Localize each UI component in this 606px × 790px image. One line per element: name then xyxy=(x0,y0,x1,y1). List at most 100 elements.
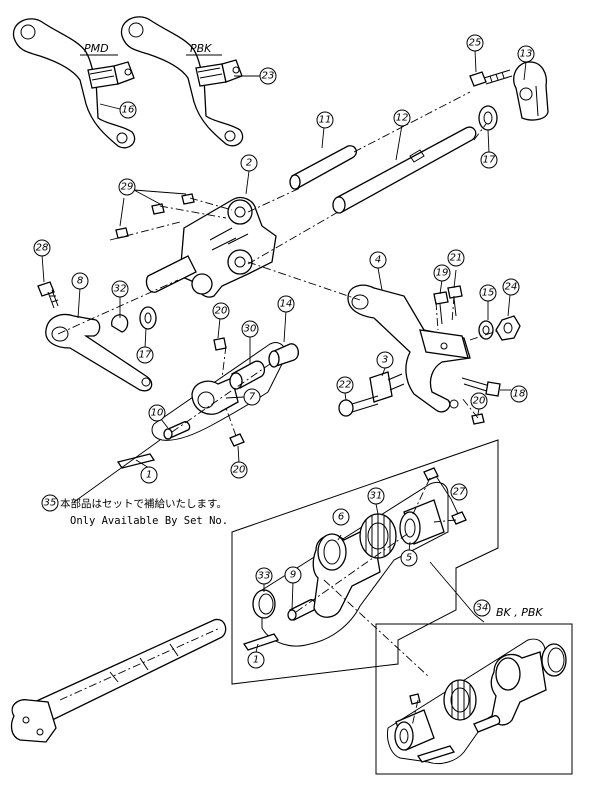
callout-number: 14 xyxy=(280,299,293,310)
callout-number: 34 xyxy=(476,603,489,614)
callout-number: 12 xyxy=(396,113,409,124)
screw-22 xyxy=(338,395,379,417)
clamp-13 xyxy=(513,61,549,121)
callout-number: 9 xyxy=(290,570,296,581)
callout-11: 11 xyxy=(316,111,334,129)
callout-number: 1 xyxy=(253,655,259,666)
centerlines xyxy=(57,91,501,727)
eclip-32 xyxy=(111,314,129,333)
note-japanese: 本部品はセットで補給いたします。 xyxy=(60,497,227,510)
bk-pbk-parts xyxy=(394,643,567,763)
callout-number: 28 xyxy=(36,243,49,254)
callout-number: 1 xyxy=(146,470,152,481)
callout-1-bottom: 1 xyxy=(247,651,265,669)
collar-7 xyxy=(191,377,239,415)
callout-17-left: 17 xyxy=(136,346,154,364)
long-shaft xyxy=(10,618,227,743)
bk-pbk-panel-frame xyxy=(375,623,573,775)
washer-17-left xyxy=(139,306,157,330)
callout-number: 18 xyxy=(513,389,526,400)
callout-number: 17 xyxy=(139,350,152,361)
callout-6: 6 xyxy=(332,508,350,526)
setscrew-20-top xyxy=(213,337,227,351)
callout-20-left: 20 xyxy=(230,461,248,479)
set-34-boundary xyxy=(231,439,499,685)
callout-number: 3 xyxy=(382,355,388,366)
pbk-lever xyxy=(120,16,244,147)
callout-number: 20 xyxy=(215,306,228,317)
callout-number: 8 xyxy=(77,276,83,287)
callout-24: 24 xyxy=(502,278,520,296)
note-english: Only Available By Set No. xyxy=(70,515,228,527)
callout-5: 5 xyxy=(400,549,418,567)
callout-10: 10 xyxy=(148,404,166,422)
label-bk-pbk: BK , PBK xyxy=(496,606,543,619)
callout-15: 15 xyxy=(479,284,497,302)
callout-30: 30 xyxy=(241,320,259,338)
callout-20-right: 20 xyxy=(470,392,488,410)
label-pbk: PBK xyxy=(190,42,212,55)
link-4 xyxy=(347,284,471,413)
callout-number: 24 xyxy=(505,282,518,293)
callout-35: 35 xyxy=(41,494,59,512)
callout-27: 27 xyxy=(450,483,468,501)
callout-7: 7 xyxy=(243,388,261,406)
callout-28: 28 xyxy=(33,239,51,257)
callout-number: 27 xyxy=(453,487,466,498)
callout-number: 16 xyxy=(122,105,135,116)
bracket-2 xyxy=(145,196,277,298)
bearing-31 xyxy=(359,513,397,559)
callout-14: 14 xyxy=(277,295,295,313)
callout-13: 13 xyxy=(517,45,535,63)
callout-31: 31 xyxy=(367,487,385,505)
callout-number: 4 xyxy=(375,255,381,266)
callout-number: 25 xyxy=(469,38,482,49)
link-8 xyxy=(45,313,153,392)
set-34-inner-boundary xyxy=(261,481,449,647)
callout-9: 9 xyxy=(284,566,302,584)
pmd-lever xyxy=(12,18,136,149)
callout-21: 21 xyxy=(447,249,465,267)
callout-number: 10 xyxy=(151,408,164,419)
callout-33: 33 xyxy=(255,567,273,585)
callout-number: 32 xyxy=(114,284,127,295)
setscrew-20-left xyxy=(229,433,245,447)
callout-number: 30 xyxy=(244,324,257,335)
callout-25: 25 xyxy=(466,34,484,52)
callout-19: 19 xyxy=(433,264,451,282)
shaft-12 xyxy=(332,126,477,214)
callout-number: 7 xyxy=(249,392,256,403)
callout-2: 2 xyxy=(240,154,258,172)
ring-33 xyxy=(252,589,276,619)
callout-1-left: 1 xyxy=(140,466,158,484)
pin-10 xyxy=(163,421,191,440)
callout-number: 33 xyxy=(258,571,271,582)
callout-23: 23 xyxy=(259,67,277,85)
callout-number: 17 xyxy=(483,155,496,166)
bushing-30 xyxy=(229,360,266,390)
callout-number: 23 xyxy=(262,71,275,82)
callout-22: 22 xyxy=(336,376,354,394)
nut-24 xyxy=(495,315,521,341)
key-1-left xyxy=(116,453,156,469)
key-1-bottom xyxy=(242,633,280,651)
washer-15 xyxy=(478,320,494,340)
callout-number: 11 xyxy=(319,115,332,126)
setscrew-20-right xyxy=(471,413,485,425)
callout-number: 35 xyxy=(44,498,57,509)
callout-number: 5 xyxy=(406,553,412,564)
callout-number: 31 xyxy=(370,491,383,502)
screw-25 xyxy=(469,69,513,87)
callout-number: 20 xyxy=(473,396,486,407)
callout-3: 3 xyxy=(376,351,394,369)
screw-28 xyxy=(37,281,59,309)
callout-number: 22 xyxy=(339,380,352,391)
callout-17-top: 17 xyxy=(480,151,498,169)
callout-20-top: 20 xyxy=(212,302,230,320)
callout-4: 4 xyxy=(369,251,387,269)
callout-number: 29 xyxy=(121,182,134,193)
callout-number: 2 xyxy=(246,158,252,169)
callout-number: 21 xyxy=(450,253,463,264)
clamp-3 xyxy=(369,371,405,403)
